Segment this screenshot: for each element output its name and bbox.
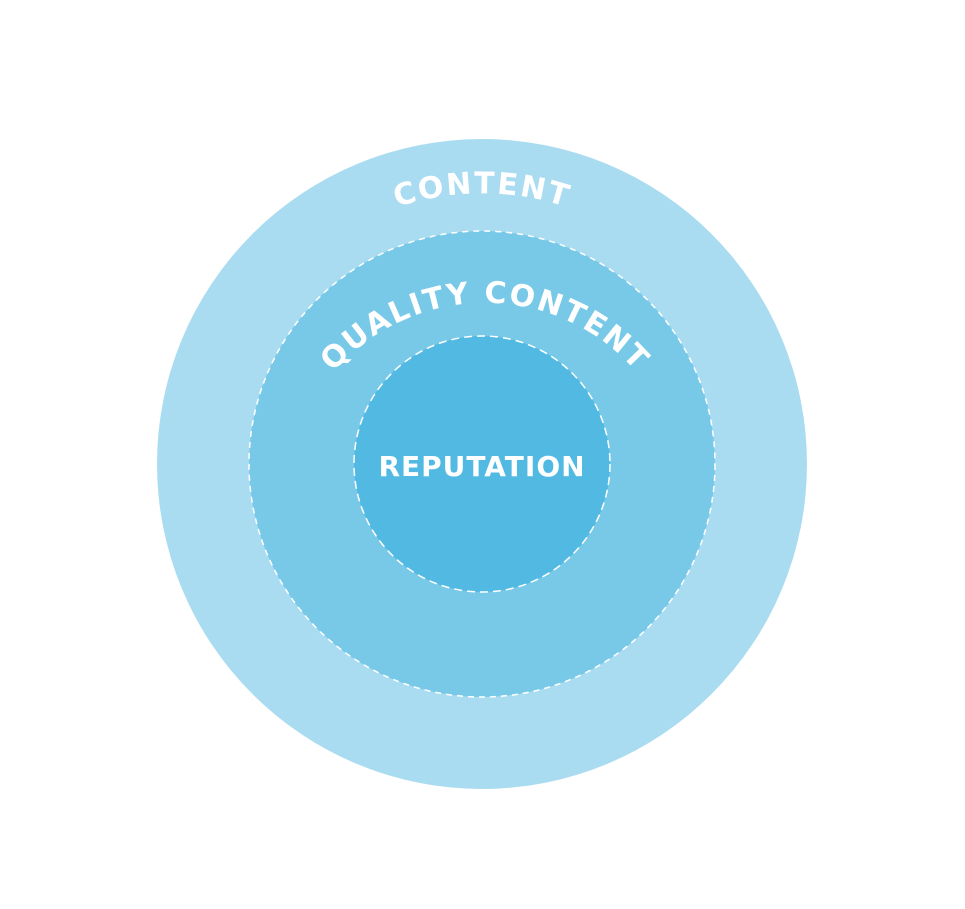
inner-circle-label: REPUTATION — [378, 450, 585, 483]
inner-circle-reputation — [353, 335, 611, 593]
